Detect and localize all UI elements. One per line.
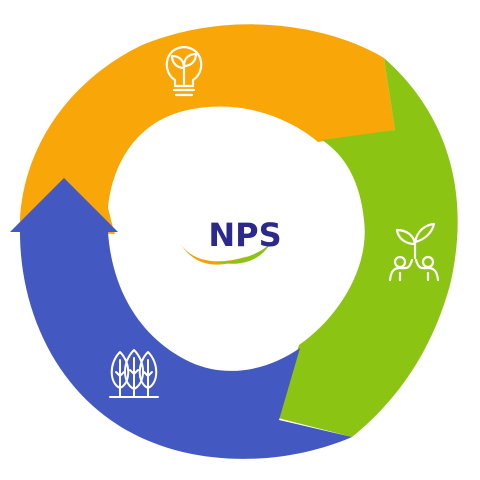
people-with-sprout-icon <box>388 222 440 282</box>
logo-swoosh-orange <box>180 243 248 265</box>
nps-logo: NPS <box>180 216 282 265</box>
logo-swoosh-green <box>216 244 270 264</box>
segment-orange-arrow <box>20 24 395 234</box>
lightbulb-sprout-icon <box>165 45 203 97</box>
segment-green-arrow <box>278 58 458 437</box>
trees-icon <box>109 349 159 398</box>
logo-text: NPS <box>208 216 281 254</box>
segment-blue-arrow <box>10 178 352 459</box>
